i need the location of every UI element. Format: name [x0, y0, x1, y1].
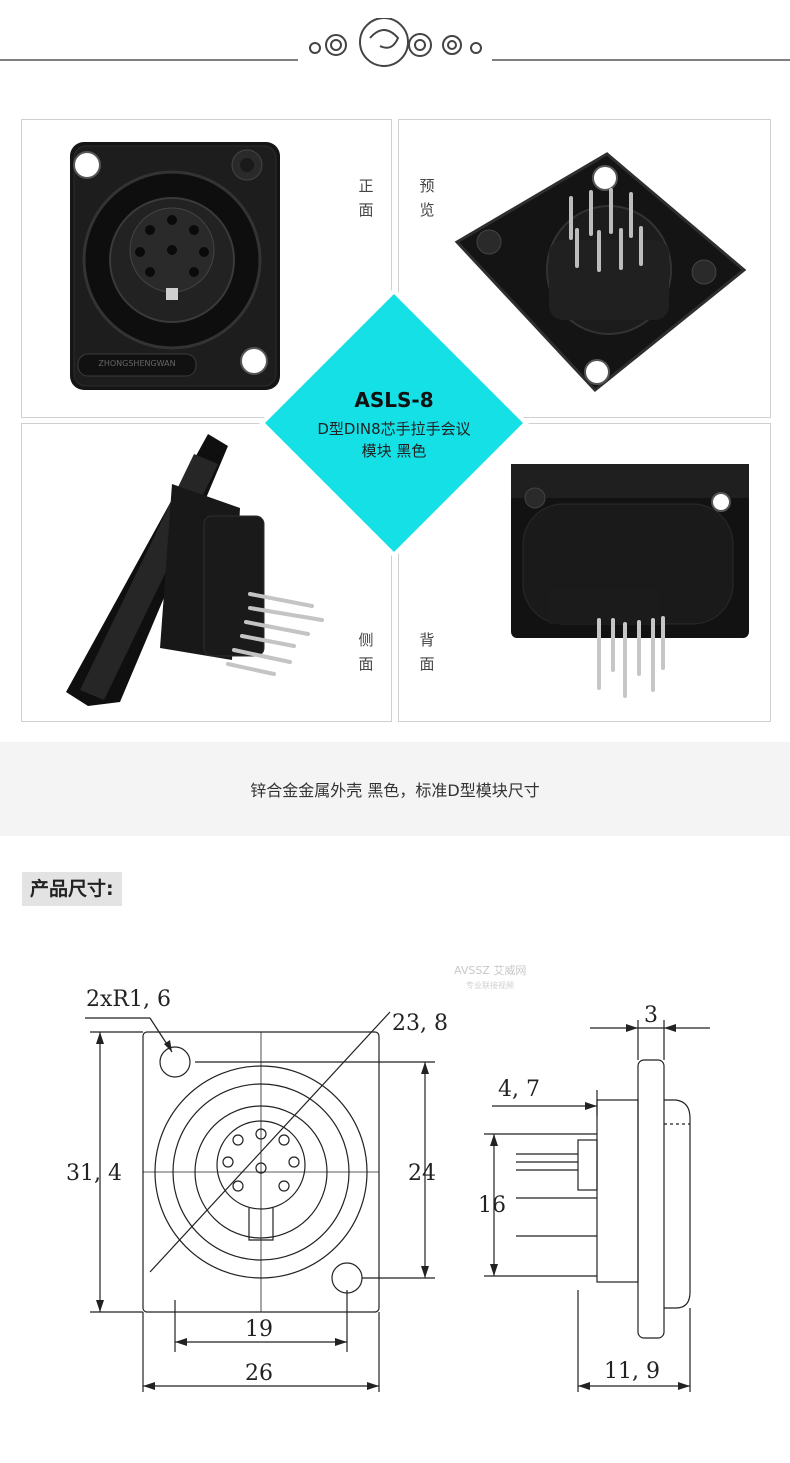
- product-title-block: ASLS-8 D型DIN8芯手拉手会议 模块 黑色: [259, 388, 529, 462]
- brand-emboss: ZHONGSHENGWAN: [98, 359, 176, 368]
- preview-connector-photo: [454, 152, 747, 393]
- drawing-side-flange: [637, 1059, 665, 1339]
- dim-body-dia: 16: [478, 1193, 506, 1218]
- drawing-hole-top: [159, 1046, 191, 1078]
- side-connector-photo: [66, 434, 324, 706]
- dim-circle-dia: 23, 8: [392, 1011, 448, 1036]
- front-connector-photo: [70, 142, 280, 390]
- watermark-logo: AVSSZ 艾威网: [454, 964, 527, 977]
- dim-hole-pitch-v: 24: [408, 1161, 436, 1186]
- photo-panel-back: 背面: [398, 423, 771, 722]
- size-section-title: 产品尺寸:: [22, 872, 122, 906]
- side-view-label: 侧面: [358, 631, 374, 673]
- back-view-label: 背面: [419, 631, 435, 673]
- watermark-tagline: 专业联接视频: [466, 981, 514, 990]
- product-desc-line2: 模块 黑色: [361, 442, 427, 460]
- front-view-label: 正面: [358, 177, 374, 219]
- dimension-drawing: 2xR1, 6 23, 8 31, 4 24 19 26 3 4, 7 16 1…: [66, 987, 710, 1392]
- feature-band: [0, 742, 790, 836]
- photo-panel-front: ZHONGSHENGWAN 正面: [21, 119, 392, 418]
- dim-flange-thick: 3: [644, 1003, 658, 1028]
- dim-height: 31, 4: [66, 1161, 122, 1186]
- dim-face-depth: 4, 7: [498, 1077, 540, 1102]
- photo-panel-preview: 预览: [398, 119, 771, 418]
- product-desc-line1: D型DIN8芯手拉手会议: [317, 420, 471, 438]
- feature-text: 锌合金金属外壳 黑色，标准D型模块尺寸: [250, 781, 540, 800]
- dim-total-depth: 11, 9: [604, 1359, 660, 1384]
- back-connector-photo: [511, 464, 749, 698]
- dim-hole-pitch-h: 19: [245, 1317, 273, 1342]
- product-diamond: [259, 288, 529, 558]
- header-ornament: [0, 18, 790, 67]
- drawing-hole-bottom: [331, 1262, 363, 1294]
- dim-width: 26: [245, 1361, 273, 1386]
- preview-view-label: 预览: [419, 177, 435, 219]
- product-model: ASLS-8: [354, 388, 434, 412]
- dim-hole-radius: 2xR1, 6: [86, 987, 171, 1012]
